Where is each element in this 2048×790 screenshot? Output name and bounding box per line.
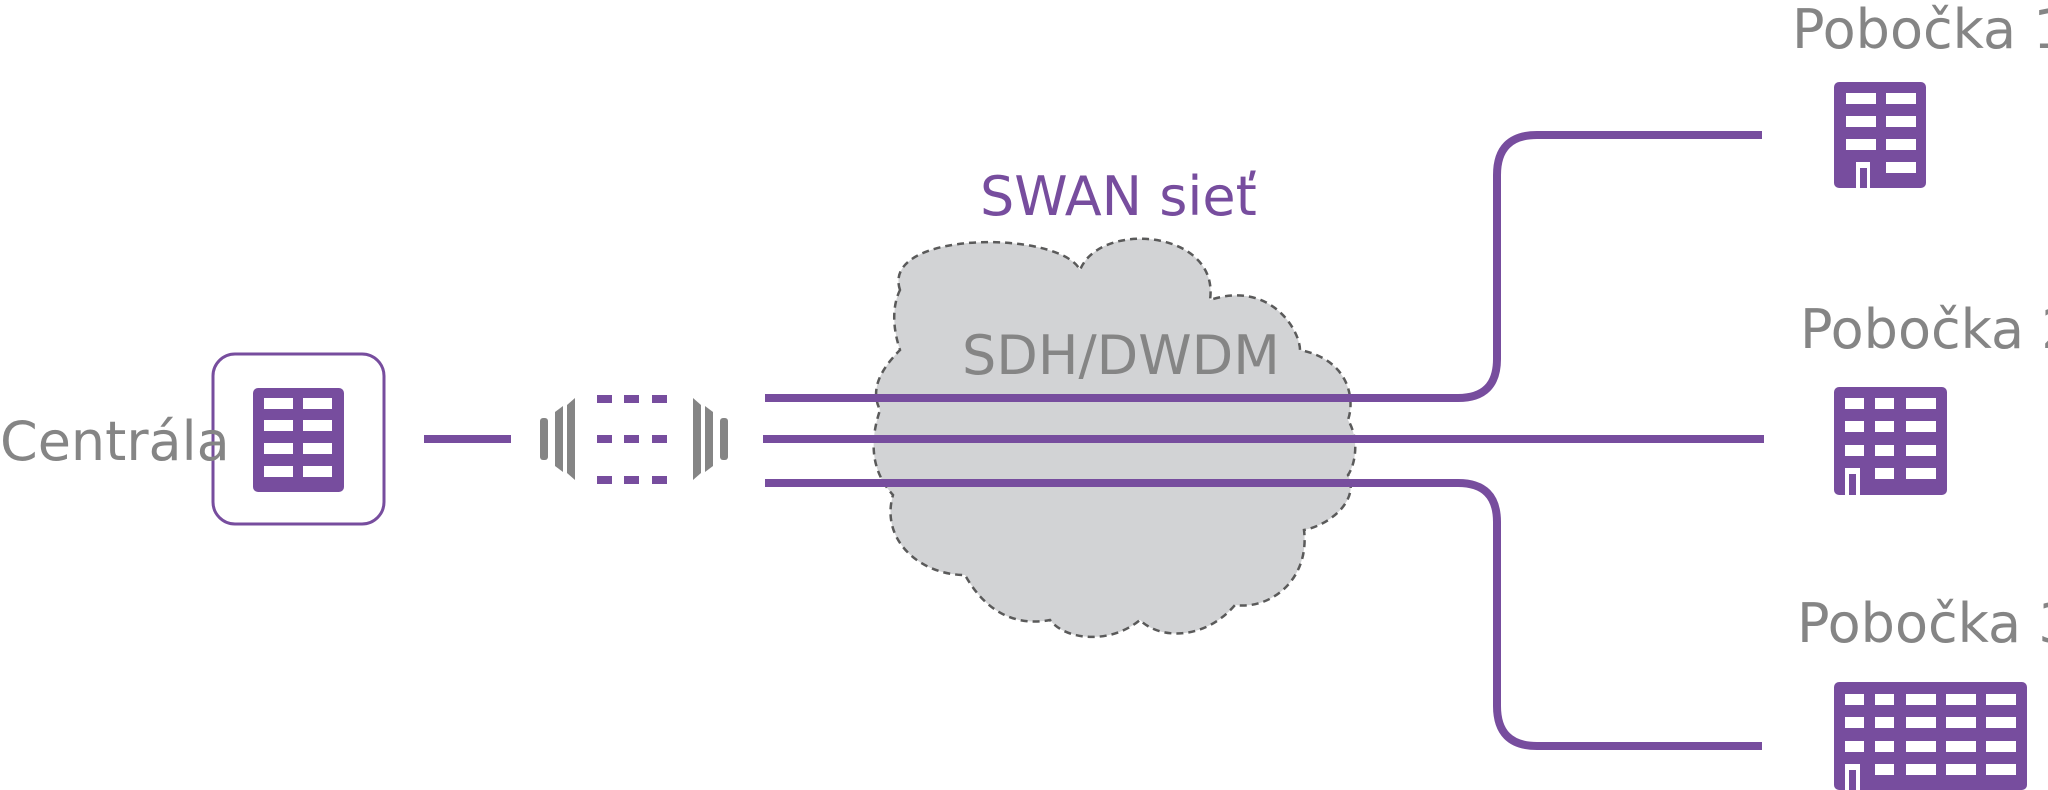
hq-label: Centrála (0, 410, 230, 473)
cloud-label: SDH/DWDM (962, 324, 1280, 387)
branch-1-label: Pobočka 1 (1792, 0, 2048, 61)
building-icon (1834, 387, 1947, 495)
branch-3-label: Pobočka 3 (1797, 592, 2048, 655)
link-branch-1 (765, 131, 1762, 402)
building-icon (253, 388, 344, 492)
network-title: SWAN sieť (980, 165, 1257, 228)
building-icon (1834, 82, 1926, 188)
link-branch-3 (765, 479, 1762, 750)
multiplexer-icon (540, 395, 728, 484)
branch-2-label: Pobočka 2 (1800, 298, 2048, 361)
building-icon (1834, 682, 2027, 790)
hq-building (211, 352, 386, 526)
